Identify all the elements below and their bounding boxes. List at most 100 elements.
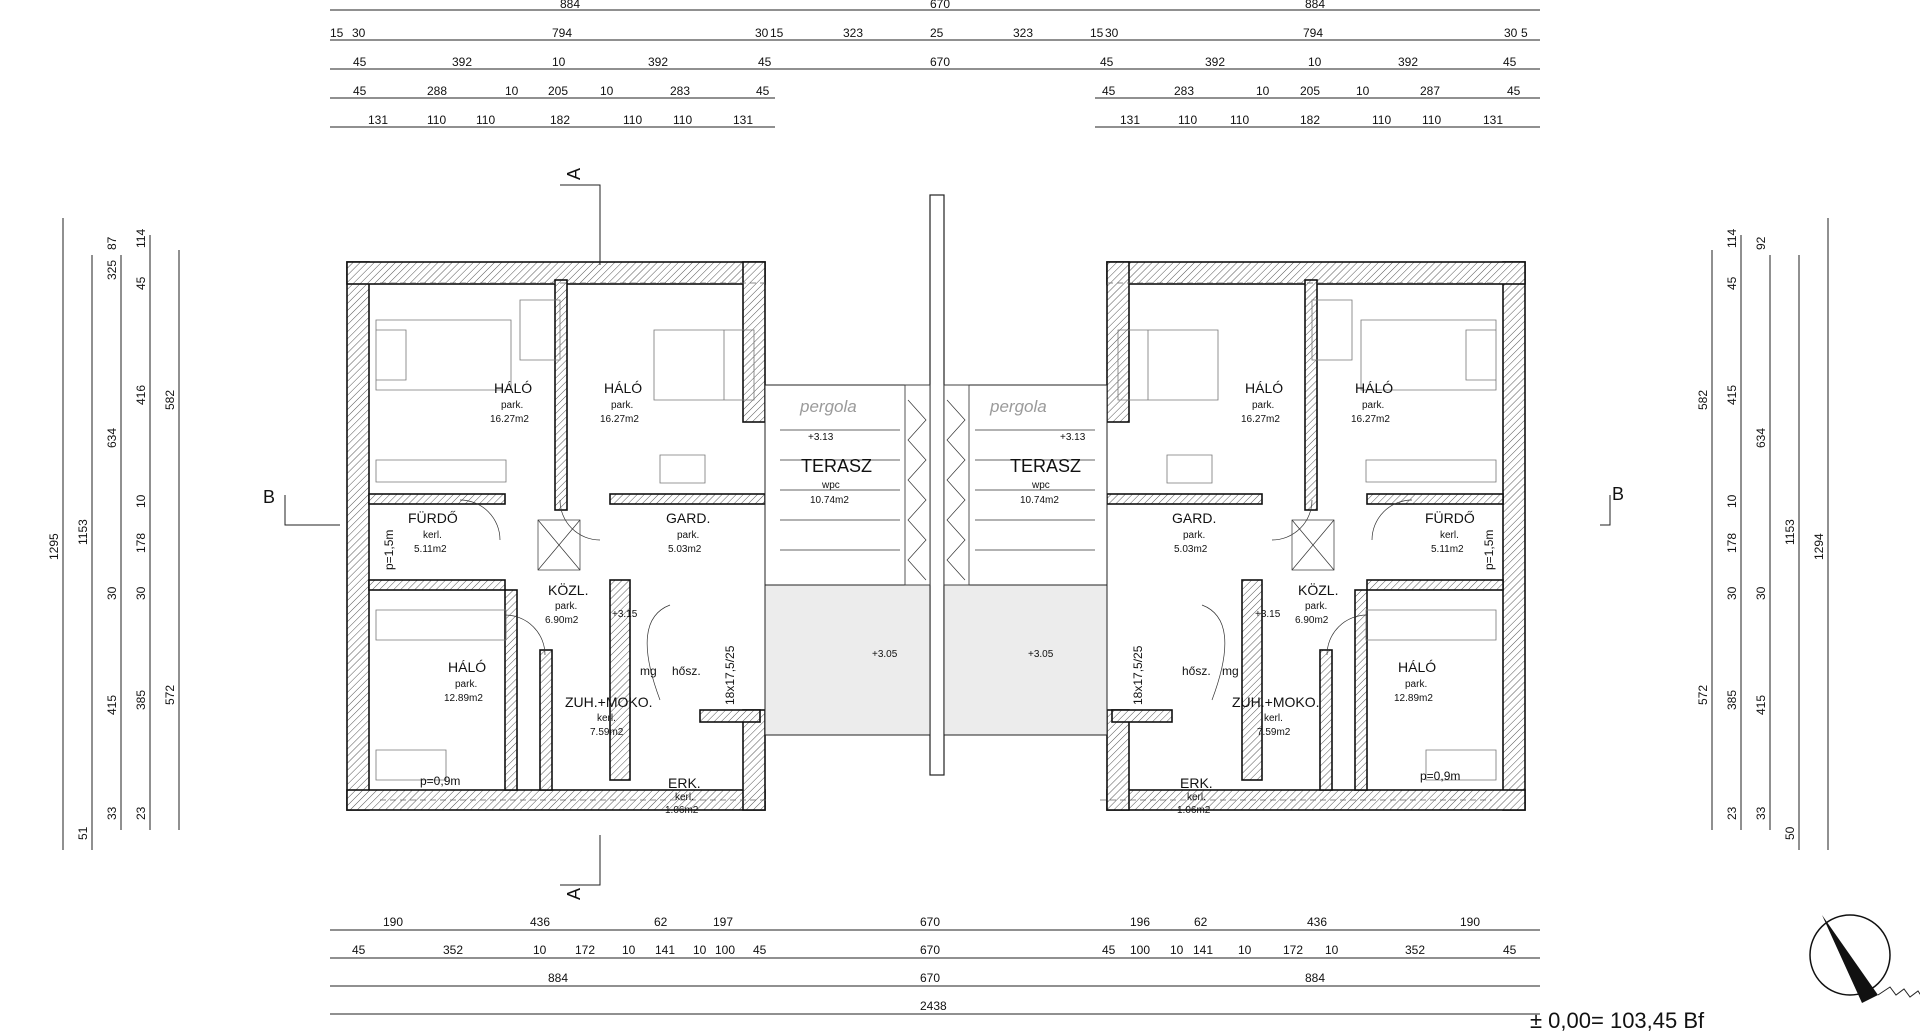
top-dim-3-9: 392 [1398, 55, 1418, 69]
top-dim-3-5: 670 [930, 55, 950, 69]
bottom-dim: 10 [1238, 943, 1252, 957]
top-dim-1b: 670 [930, 0, 950, 11]
top-dim-2-11: 30 [1504, 26, 1518, 40]
room-floor: park. [1305, 601, 1327, 612]
building-right [1100, 261, 1526, 811]
bottom-dim: 45 [1102, 943, 1116, 957]
left-dim: 30 [105, 586, 119, 600]
right-dim: 572 [1696, 685, 1710, 705]
bottom-dim: 45 [753, 943, 767, 957]
top-dim-5-2: 110 [476, 113, 495, 127]
room-area: 5.11m2 [414, 544, 447, 555]
bottom-dim: 670 [920, 971, 940, 985]
right-dim: 92 [1754, 236, 1768, 250]
bottom-dim: 10 [533, 943, 547, 957]
top-dim-2-4: 15 [770, 26, 784, 40]
room-name: KÖZL. [1298, 581, 1338, 598]
room-area: 6.90m2 [545, 615, 579, 626]
room-area: 16.27m2 [1351, 414, 1390, 425]
label-mg: mg [640, 664, 657, 678]
rooms-right: HÁLÓ park. 16.27m2 HÁLÓ park. 16.27m2 FÜ… [1131, 380, 1496, 816]
bottom-dim: 45 [352, 943, 366, 957]
terrace-name-right: TERASZ [1010, 456, 1081, 476]
top-dim-2-12: 5 [1521, 26, 1528, 40]
top-dim-2-8: 15 [1090, 26, 1104, 40]
bottom-dim: 352 [1405, 943, 1425, 957]
room-floor: park. [1405, 679, 1427, 690]
bottom-dim: 62 [1194, 915, 1208, 929]
top-dim-4-10: 205 [1300, 84, 1320, 98]
bottom-dim: 190 [1460, 915, 1480, 929]
label-hosz: hősz. [672, 664, 701, 678]
top-dim-5-11: 110 [1372, 113, 1391, 127]
left-dim: 114 [134, 229, 148, 248]
bottom-dim-total: 2438 [920, 999, 947, 1013]
top-dim-4-7: 45 [1102, 84, 1116, 98]
room-floor: park. [1362, 400, 1384, 411]
left-dimensions: 1295 1153 51 33 415 30 634 325 23 385 30… [47, 218, 180, 850]
room-name: ERK. [1180, 775, 1213, 791]
room-floor: park. [555, 601, 577, 612]
bottom-dim: 884 [548, 971, 568, 985]
bottom-dim: 436 [530, 915, 550, 929]
bottom-dim: 45 [1503, 943, 1517, 957]
room-name: HÁLÓ [1245, 380, 1283, 396]
room-name: FÜRDŐ [408, 509, 458, 526]
top-dim-5-9: 110 [1230, 113, 1249, 127]
building-left [346, 261, 770, 811]
section-b-right: B [1612, 484, 1624, 504]
top-dim-1c: 884 [1305, 0, 1325, 11]
top-dim-4-11: 10 [1356, 84, 1370, 98]
top-dim-2-2: 794 [552, 26, 572, 40]
north-arrow-icon [1809, 914, 1920, 1003]
top-dim-5-4: 110 [623, 113, 642, 127]
top-dim-2-5: 323 [843, 26, 863, 40]
top-dim-3-6: 45 [1100, 55, 1114, 69]
bottom-dim: 172 [575, 943, 595, 957]
section-markers: A A B B [263, 168, 1624, 900]
top-dim-4-9: 10 [1256, 84, 1270, 98]
sill-height-bath-left: p=1,5m [382, 530, 396, 570]
right-dim: 30 [1754, 586, 1768, 600]
top-dim-2-1: 30 [352, 26, 366, 40]
sill-height-bed-right: p=0,9m [1420, 769, 1460, 783]
section-b-left: B [263, 487, 275, 507]
top-dim-5-6: 131 [733, 113, 753, 127]
top-dim-4-4: 10 [600, 84, 614, 98]
terrace-area-left: 10.74m2 [810, 495, 849, 506]
top-dim-4-1: 288 [427, 84, 447, 98]
right-dimensions: 582 572 23 385 30 178 10 415 45 114 92 3… [1696, 218, 1829, 850]
left-dim: 23 [134, 806, 148, 820]
top-dim-4-2: 10 [505, 84, 519, 98]
level-mark-1r: +3.13 [1060, 432, 1086, 443]
top-dim-4-3: 205 [548, 84, 568, 98]
room-area: 5.11m2 [1431, 544, 1464, 555]
room-floor: kerl. [1187, 792, 1206, 803]
terrace-area: pergola pergola TERASZ wpc 10.74m2 TERAS… [764, 194, 1108, 776]
room-name: GARD. [666, 510, 710, 526]
label-mg: mg [1222, 664, 1239, 678]
top-dim-2-6: 25 [930, 26, 944, 40]
room-area: 12.89m2 [444, 693, 483, 704]
level-mark-3: +3.05 [872, 649, 898, 660]
left-dim: 33 [105, 806, 119, 820]
section-a-bottom: A [564, 888, 584, 900]
top-dim-4-6: 45 [756, 84, 770, 98]
right-dim: 33 [1754, 806, 1768, 820]
room-floor: kerl. [1264, 713, 1283, 724]
top-dim-4-5: 283 [670, 84, 690, 98]
room-name: HÁLÓ [494, 380, 532, 396]
left-dim: 572 [163, 685, 177, 705]
room-name: KÖZL. [548, 581, 588, 598]
bottom-dim: 10 [1325, 943, 1339, 957]
room-area: 5.03m2 [1174, 544, 1208, 555]
right-dim: 582 [1696, 390, 1710, 410]
room-area: 16.27m2 [490, 414, 529, 425]
top-dim-3-4: 45 [758, 55, 772, 69]
room-floor: park. [1183, 530, 1205, 541]
level-mark-2: +3.15 [612, 609, 638, 620]
room-floor: kerl. [1440, 530, 1459, 541]
top-dim-2-10: 794 [1303, 26, 1323, 40]
top-dim-5-10: 182 [1300, 113, 1320, 127]
